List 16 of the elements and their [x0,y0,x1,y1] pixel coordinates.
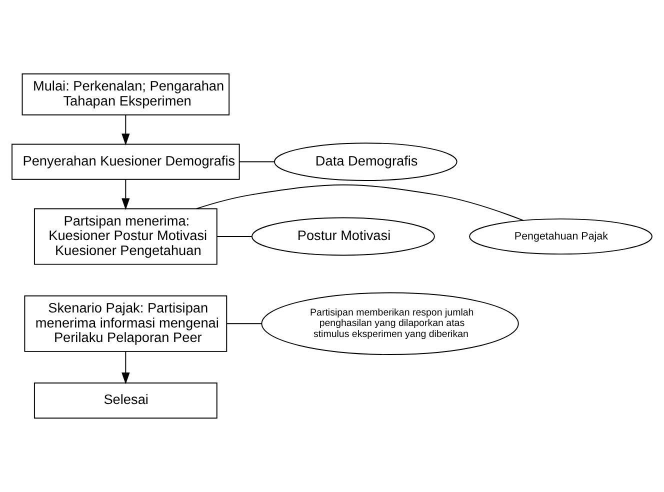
node-box: Selesai [34,382,218,419]
node-box: Skenario Pajak: Partisipan menerima informasi mengenai Perilaku Pelaporan Peer [24,295,228,352]
node-box: Mulai: Perkenalan; Pengarahan Tahapan Eksperimen [22,73,230,116]
node-box: Partsipan menerima: Kuesioner Postur Motivasi Kuesioner Pengetahuan [34,208,218,265]
connector [226,323,262,324]
arrow [122,114,130,146]
node-box: Penyerahan Kuesioner Demografis [12,144,240,180]
node-ellipse: Data Demografis [274,142,458,181]
arrow [122,351,130,384]
arrow [122,179,130,210]
connector [239,161,275,162]
connector [216,236,252,237]
node-ellipse: Postur Motivasi [252,217,435,256]
node-ellipse: Partisipan memberikan respon jumlah penghasilan yang dilaporkan atas stimulus eksperimen yang diberikan [261,292,519,355]
connector [196,184,524,221]
node-ellipse: Pengetahuan Pajak [469,218,652,255]
